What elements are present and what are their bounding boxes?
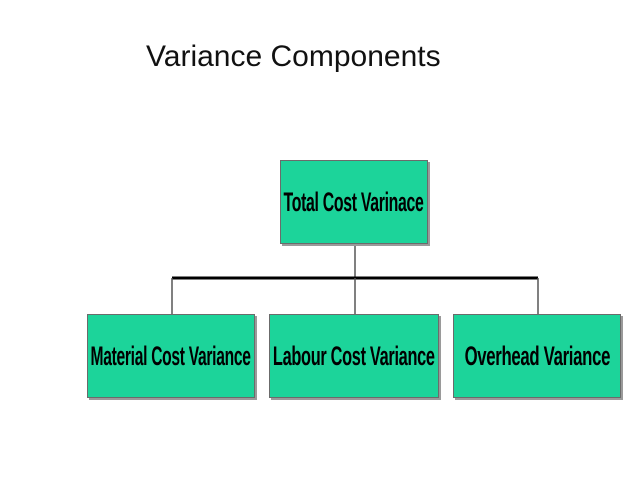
child-node-label: Labour Cost Variance — [273, 340, 435, 371]
child-node-material-cost-variance: Material Cost Variance — [87, 314, 255, 398]
child-node-overhead-variance: Overhead Variance — [453, 314, 621, 398]
root-node-total-cost-variance: Total Cost Varinace — [280, 160, 428, 244]
root-node-label: Total Cost Varinace — [283, 186, 425, 217]
child-node-labour-cost-variance: Labour Cost Variance — [269, 314, 439, 398]
slide-title: Variance Components — [146, 40, 441, 73]
child-node-label: Overhead Variance — [464, 340, 610, 371]
child-node-label: Material Cost Variance — [90, 340, 252, 371]
